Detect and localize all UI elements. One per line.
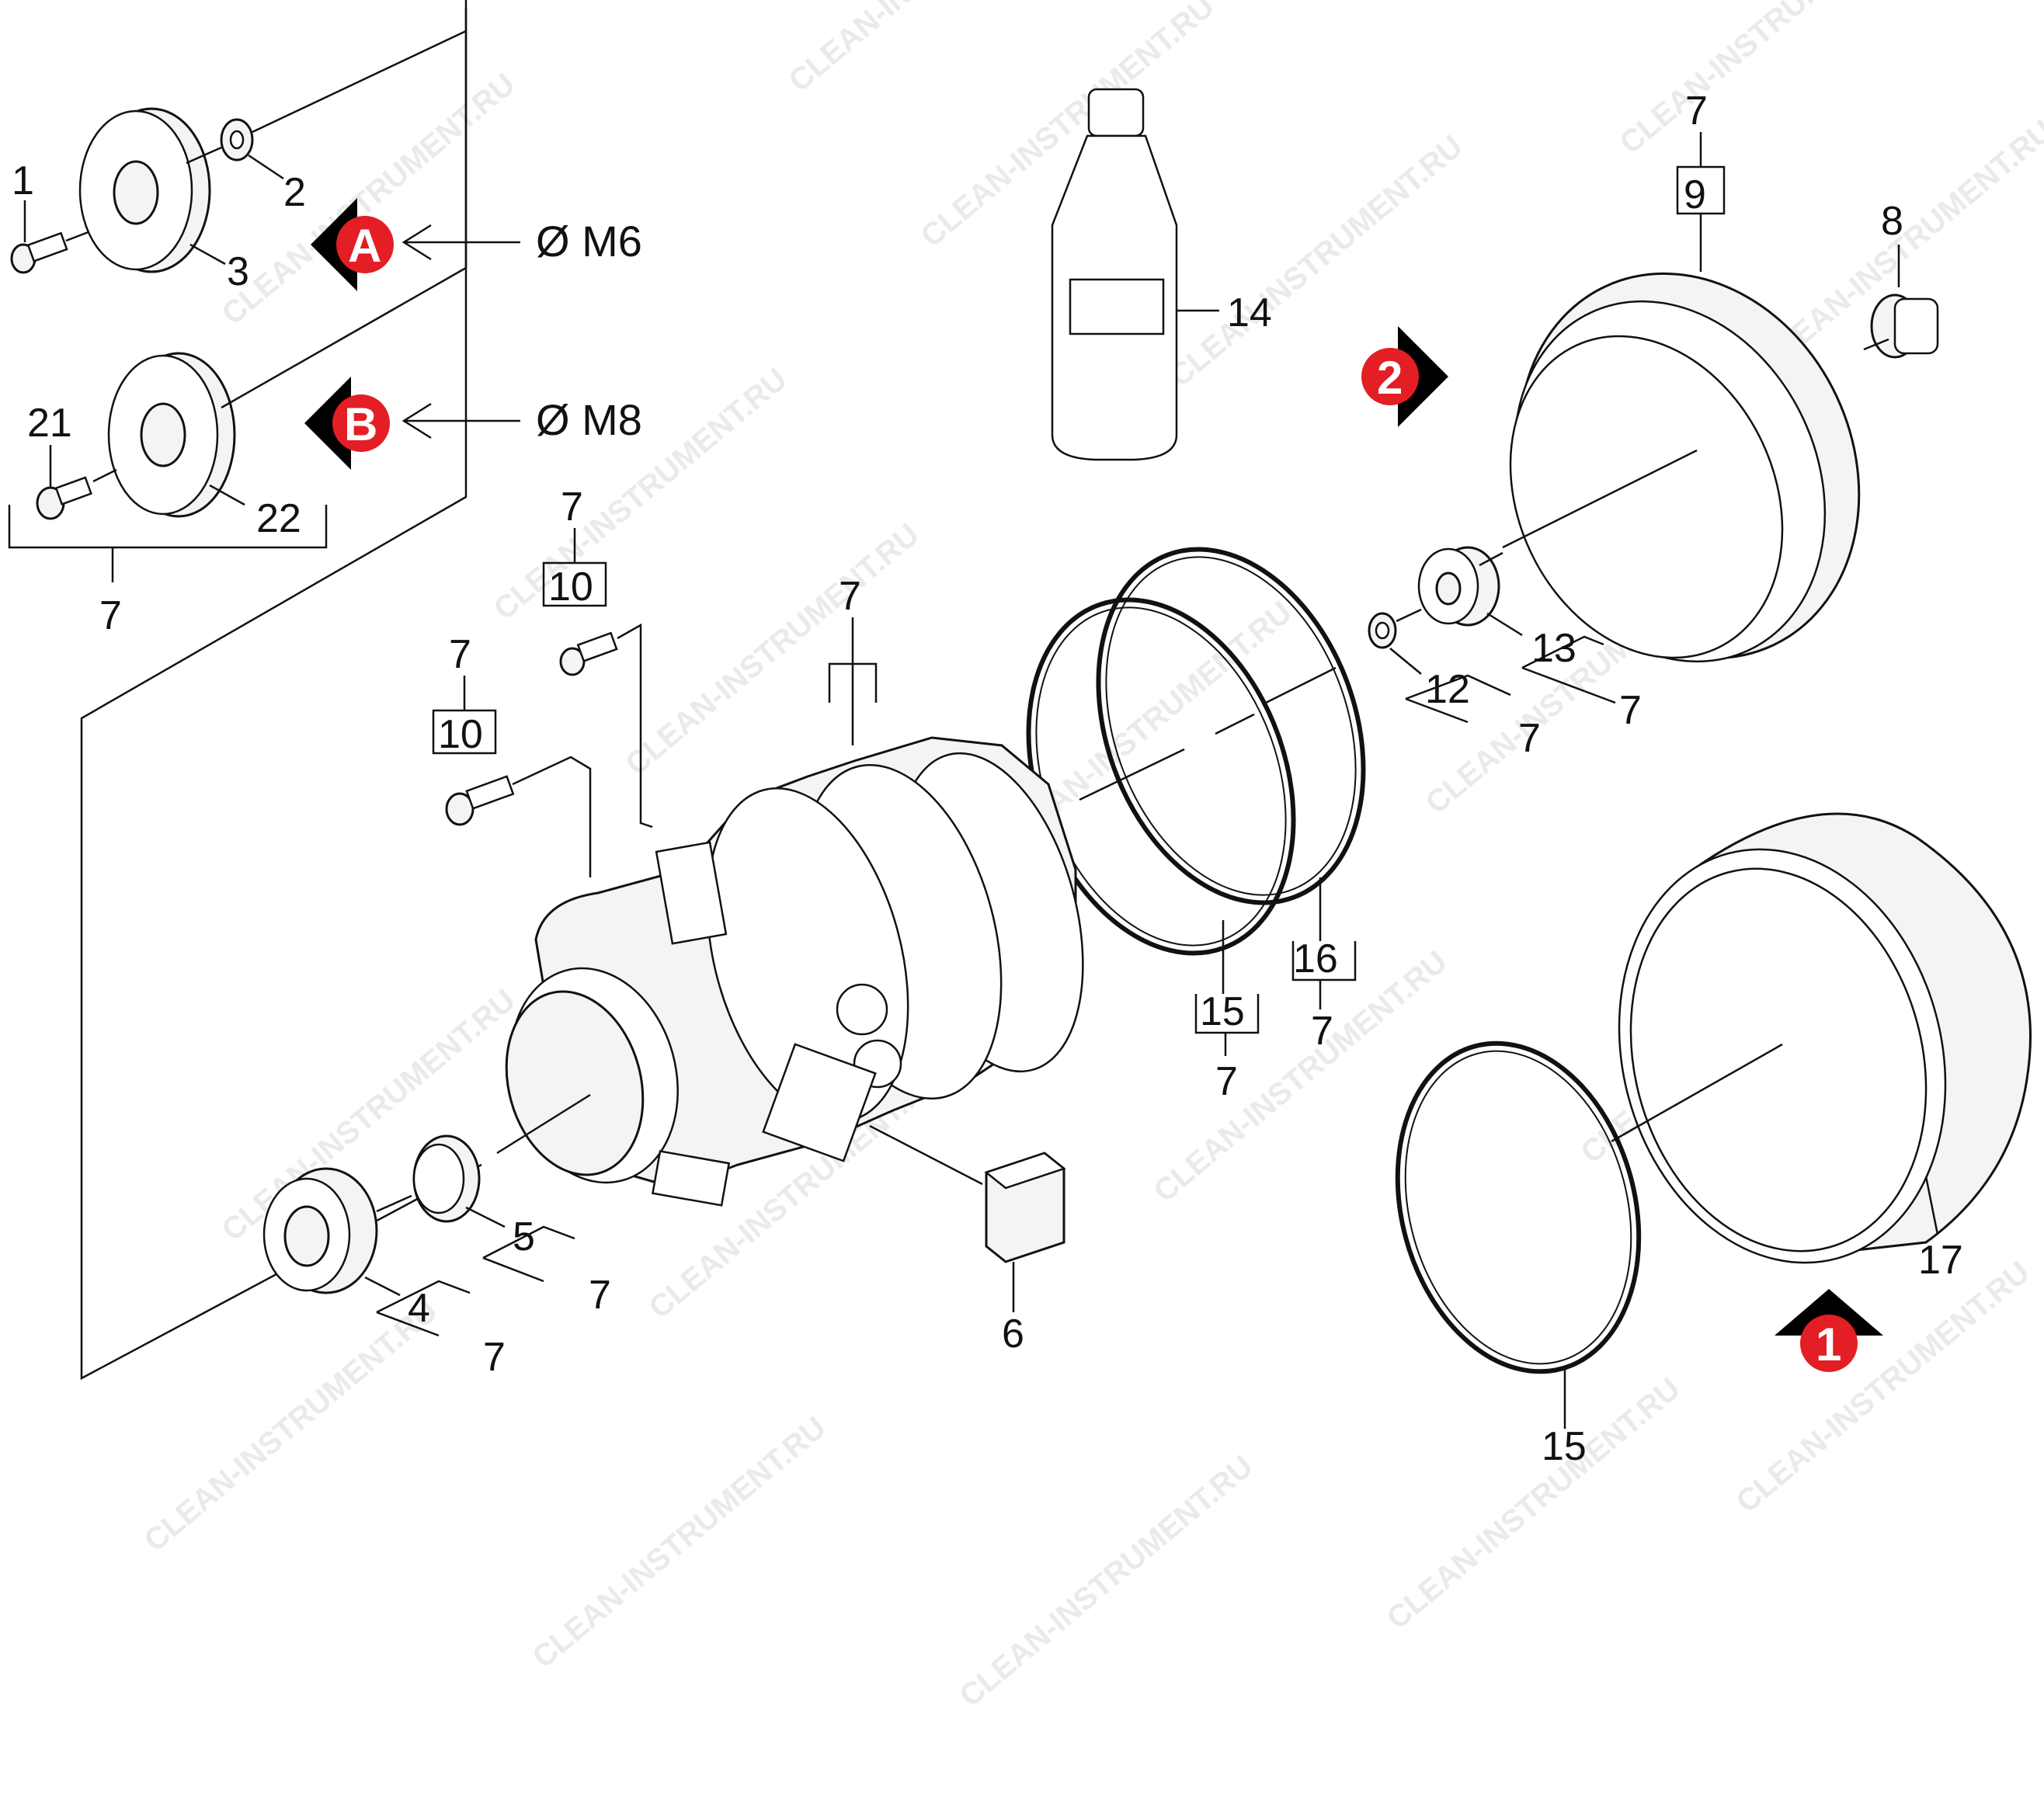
badge-b-label: B xyxy=(344,398,377,450)
bearing-part-4 xyxy=(262,1167,378,1294)
callout-7: 7 xyxy=(449,632,471,677)
o-ring-part-15 xyxy=(1395,1040,1642,1374)
callout-10: 10 xyxy=(548,565,593,610)
brush-part-6 xyxy=(984,1152,1066,1263)
watermark: CLEAN-INSTRUMENT.RU xyxy=(1381,1371,1687,1636)
callout-7: 7 xyxy=(1215,1059,1238,1104)
callout-7: 7 xyxy=(483,1335,506,1380)
watermark: CLEAN-INSTRUMENT.RU xyxy=(1730,1255,2036,1520)
callout-3: 3 xyxy=(227,249,249,294)
badge-one-label: 1 xyxy=(1816,1318,1841,1370)
callout-7: 7 xyxy=(1311,1009,1333,1054)
washer-part-2 xyxy=(220,118,254,162)
cover-part-9 xyxy=(1509,272,1861,663)
callout-17: 17 xyxy=(1918,1238,1963,1283)
callout-4: 4 xyxy=(408,1286,430,1331)
watermark: CLEAN-INSTRUMENT.RU xyxy=(1614,0,1920,161)
motor-assembly xyxy=(505,736,1084,1207)
washer-part-22 xyxy=(107,352,236,518)
housing-part-17 xyxy=(1618,812,2032,1264)
callout-6: 6 xyxy=(1002,1311,1024,1357)
watermark: CLEAN-INSTRUMENT.RU xyxy=(527,1410,833,1675)
oil-bottle-part-14 xyxy=(1051,88,1178,461)
callout-7: 7 xyxy=(1518,716,1541,761)
callout-9: 9 xyxy=(1684,172,1706,217)
watermark: CLEAN-INSTRUMENT.RU xyxy=(954,1449,1260,1714)
callout-16: 16 xyxy=(1293,936,1338,981)
callout-10: 10 xyxy=(438,712,483,757)
screw-part-21 xyxy=(36,476,92,520)
badge-two-label: 2 xyxy=(1377,352,1403,404)
watermark: CLEAN-INSTRUMENT.RU xyxy=(216,67,522,332)
washer-part-3 xyxy=(78,107,211,273)
callout-2: 2 xyxy=(283,170,306,215)
callout-8: 8 xyxy=(1881,199,1903,244)
callout-7: 7 xyxy=(1619,688,1642,733)
inset-frame xyxy=(80,0,482,1381)
watermark: CLEAN-INSTRUMENT.RU xyxy=(783,0,1089,99)
badge-one xyxy=(1775,1289,1883,1372)
callout-7: 7 xyxy=(1685,89,1708,134)
seal-part-12 xyxy=(1368,612,1397,649)
watermark: CLEAN-INSTRUMENT.RU xyxy=(620,517,926,782)
callout-1: 1 xyxy=(12,158,34,203)
callout-21: 21 xyxy=(27,401,72,446)
callout-7: 7 xyxy=(839,574,861,619)
callout-13: 13 xyxy=(1531,626,1576,671)
badge-a xyxy=(311,198,394,291)
thread-label-m8: Ø M8 xyxy=(536,395,642,444)
screw-part-10 xyxy=(559,631,618,676)
callout-14: 14 xyxy=(1227,290,1272,335)
seal-part-5 xyxy=(412,1134,481,1223)
screw-part-10 xyxy=(445,775,515,826)
o-ring-part-16 xyxy=(1096,547,1366,905)
callout-7: 7 xyxy=(561,485,583,530)
plug-part-8 xyxy=(1870,294,1939,359)
badge-b xyxy=(304,377,390,470)
bearing-part-13 xyxy=(1417,546,1500,627)
callout-7: 7 xyxy=(589,1273,611,1318)
callout-7: 7 xyxy=(99,593,122,638)
callout-22: 22 xyxy=(256,496,301,541)
badge-two xyxy=(1361,326,1448,427)
callout-15: 15 xyxy=(1542,1424,1587,1469)
badge-a-label: A xyxy=(348,220,381,272)
callout-15: 15 xyxy=(1200,989,1245,1034)
watermark: CLEAN-INSTRUMENT.RU xyxy=(138,1294,444,1558)
watermark: CLEAN-INSTRUMENT.RU xyxy=(1148,944,1454,1209)
thread-label-m6: Ø M6 xyxy=(536,217,642,266)
